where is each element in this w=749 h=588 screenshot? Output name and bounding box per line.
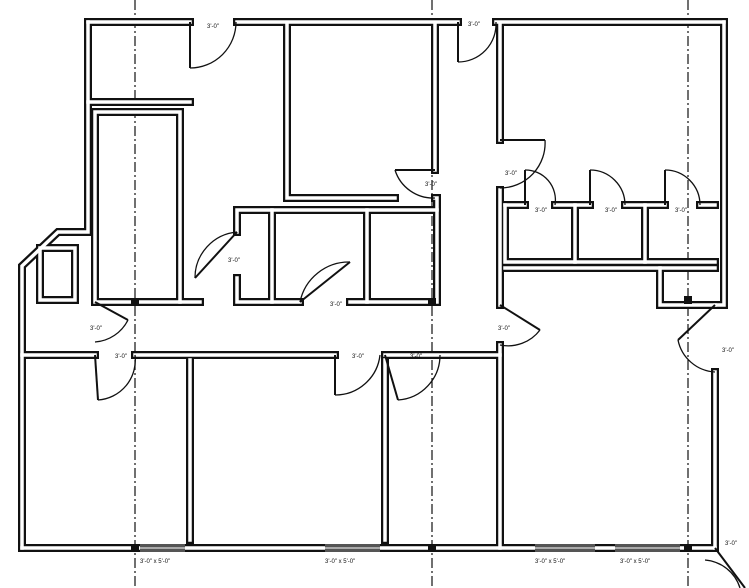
door-leaf: [384, 354, 399, 401]
wall-inner: [93, 110, 182, 304]
door-dimension-label: 3'-0": [352, 354, 364, 360]
door-dimension-label: 3'-0": [330, 302, 342, 308]
walls: [18, 18, 728, 552]
door-leaf: [677, 304, 716, 341]
windows: [131, 296, 692, 552]
door-dimension-label: 3'-0": [207, 24, 219, 30]
window-dimension-label: 3'-0" x 5'-0": [535, 559, 565, 565]
door-swing-arc: [704, 559, 741, 588]
door-swing-arc: [589, 169, 626, 206]
door-dimension-label: 3'-0": [605, 208, 617, 214]
door-swing-arc: [394, 169, 436, 199]
wall-inner: [713, 20, 726, 307]
door-swing-arc: [677, 339, 716, 373]
door-dimension-label: 3'-0": [115, 354, 127, 360]
door-swing-arc: [189, 21, 237, 69]
wall-inner: [20, 20, 90, 550]
door-swing-arc: [397, 354, 441, 401]
column: [131, 298, 139, 306]
column: [684, 544, 692, 552]
door-leaf: [499, 304, 541, 331]
wall-inner: [235, 208, 439, 234]
window-dimension-label: 3'-0" x 5'-0": [620, 559, 650, 565]
door-swing-arc: [334, 354, 381, 396]
door-dimension-label: 3'-0": [228, 258, 240, 264]
door-dimension-label: 3'-0": [535, 208, 547, 214]
door-leaf: [299, 261, 351, 303]
window-dimension-label: 3'-0" x 5'-0": [325, 559, 355, 565]
door-leaf: [94, 354, 99, 401]
door-swing-arc: [499, 329, 541, 347]
door-swing-arc: [499, 139, 546, 189]
column: [428, 544, 436, 552]
window-dimension-label: 3'-0" x 5'-0": [140, 559, 170, 565]
wall: [36, 244, 79, 304]
door-swing-arc: [299, 261, 351, 303]
wall: [233, 206, 441, 236]
grid-lines: [134, 0, 689, 588]
door-swing-arc: [457, 21, 497, 63]
door-swing-arc: [664, 169, 701, 206]
door-dimension-label: 3'-0": [722, 348, 734, 354]
door-dimension-label: 3'-0": [425, 182, 437, 188]
wall: [283, 21, 399, 202]
dimension-labels: 3'-0" 3'-0" 3'-0" 3'-0" 3'-0" 3'-0" 3'-0" 3'-0"…: [90, 22, 737, 565]
wall-inner: [348, 196, 439, 304]
door-leaf: [714, 547, 746, 588]
door-leaf: [94, 301, 129, 321]
door-dimension-label: 3'-0": [675, 208, 687, 214]
door-leaf: [194, 231, 238, 279]
wall-inner: [38, 246, 77, 302]
doors: [94, 21, 746, 588]
wall: [91, 108, 184, 306]
door-swing-arc: [524, 169, 557, 206]
wall-inner: [658, 266, 717, 307]
wall-inner: [285, 23, 397, 200]
door-dimension-label: 3'-0": [410, 354, 422, 360]
door-swing-arc: [194, 231, 238, 279]
door-dimension-label: 3'-0": [498, 326, 510, 332]
column: [684, 296, 692, 304]
door-swing-arc: [94, 319, 129, 343]
door-dimension-label: 3'-0": [505, 171, 517, 177]
door-dimension-label: 3'-0": [468, 22, 480, 28]
door-dimension-label: 3'-0": [90, 326, 102, 332]
column: [131, 544, 139, 552]
wall-inner: [235, 276, 302, 304]
door-swing-arc: [97, 354, 136, 401]
door-dimension-label: 3'-0": [725, 541, 737, 547]
column: [428, 298, 436, 306]
